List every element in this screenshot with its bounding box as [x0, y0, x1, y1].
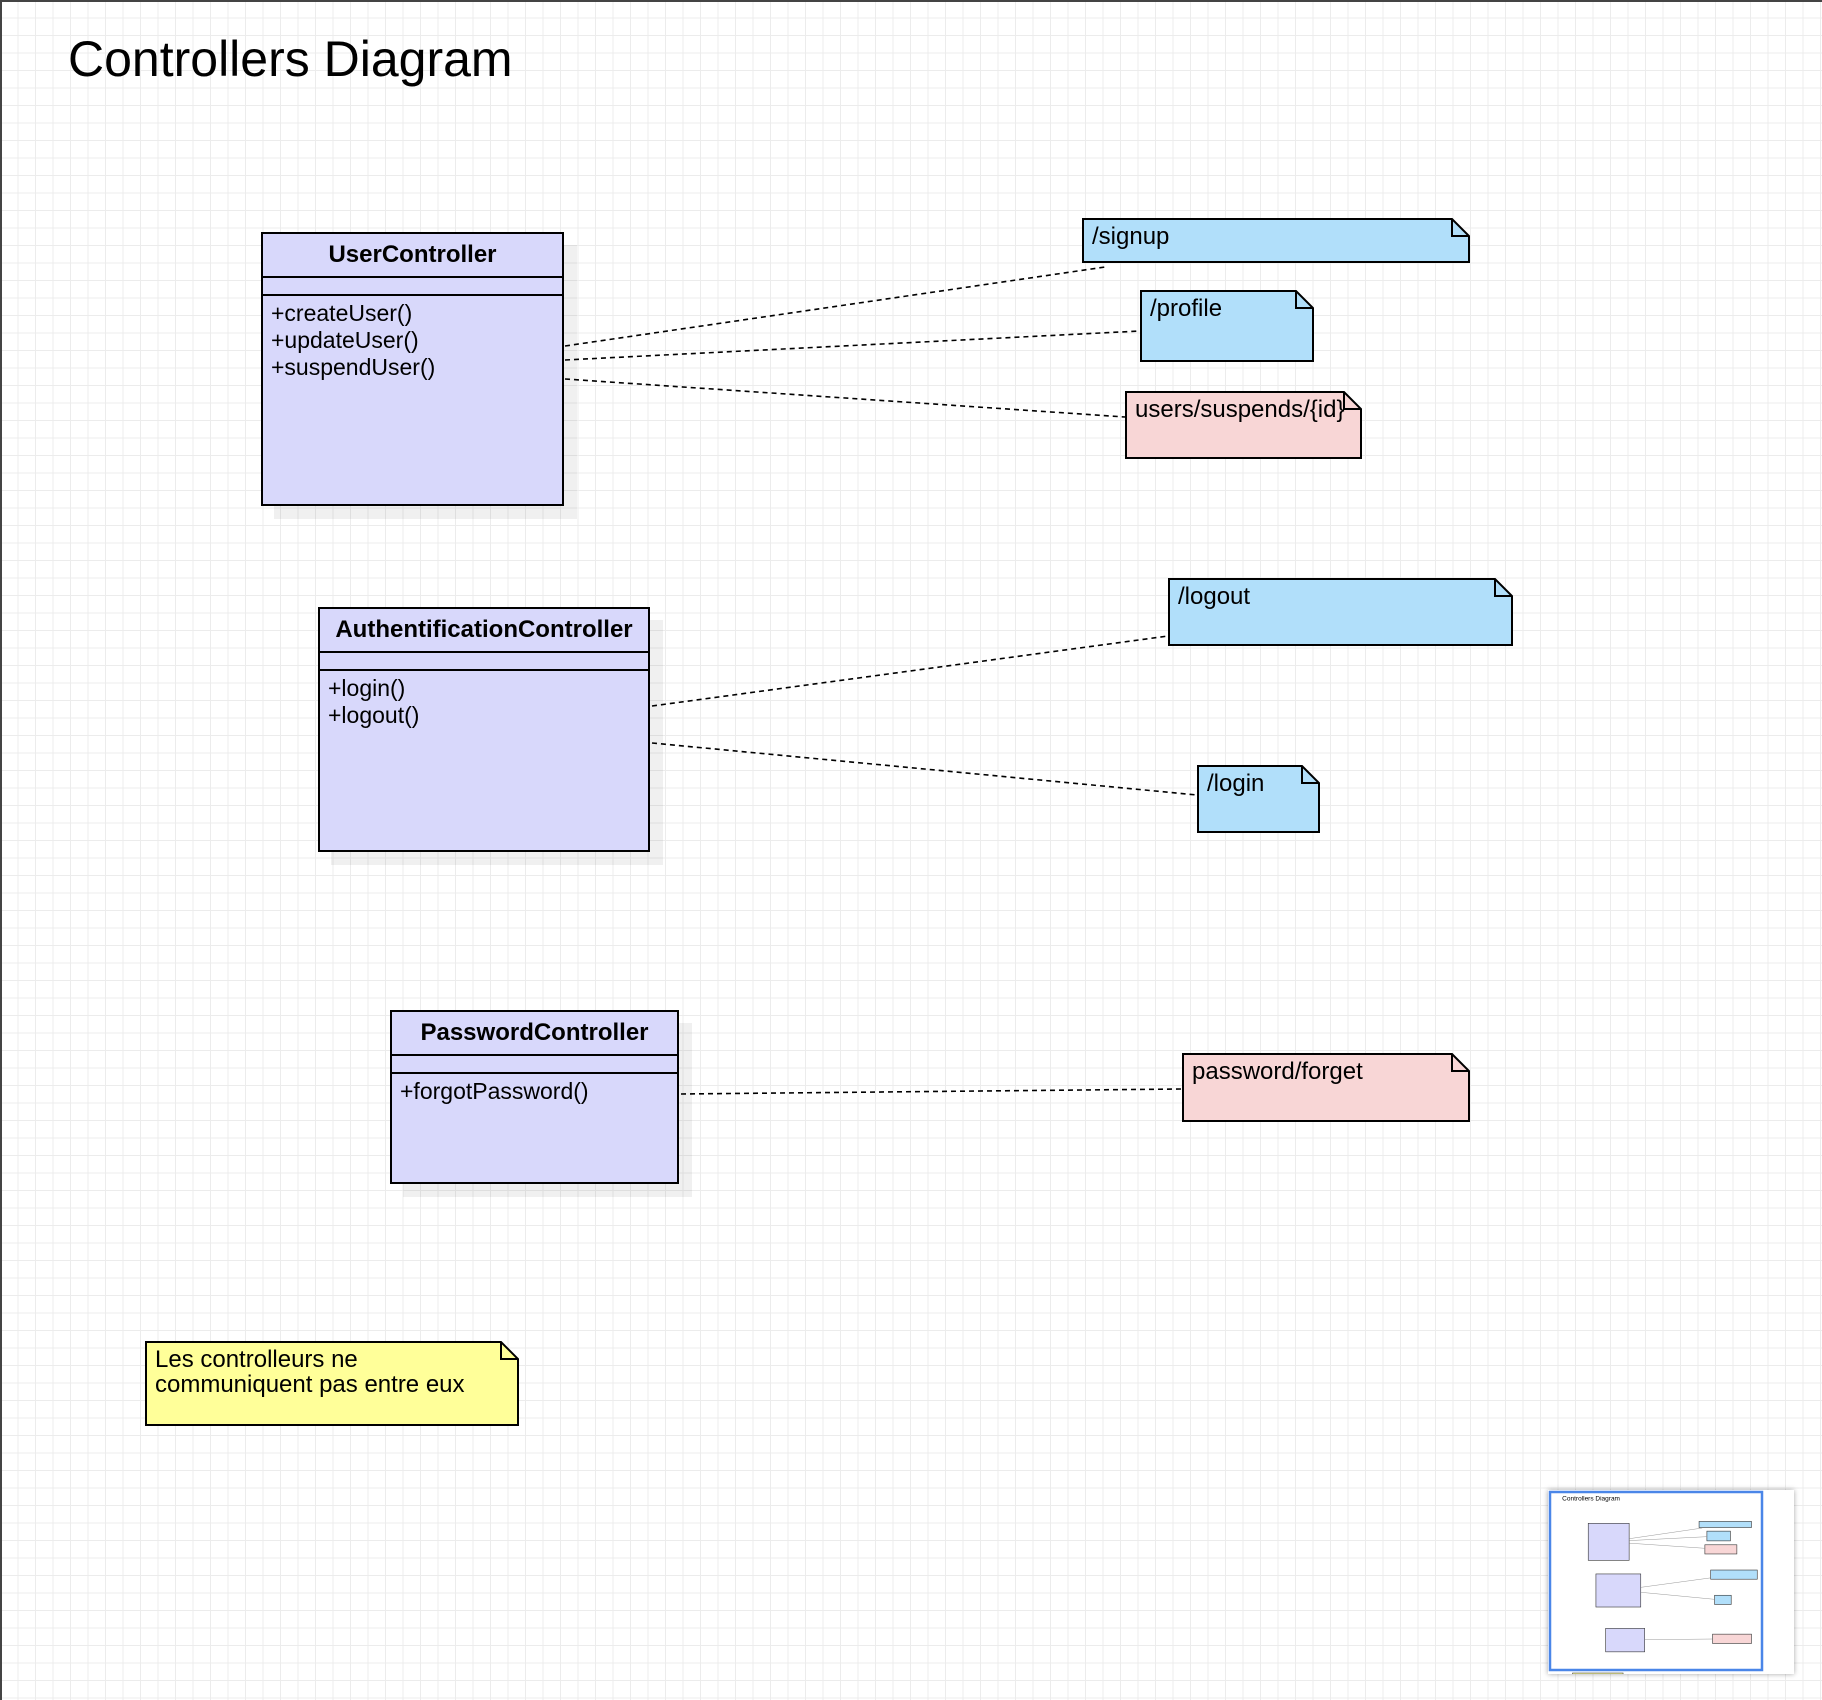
minimap-connector [1629, 1527, 1703, 1539]
minimap-note [1704, 1544, 1738, 1555]
class-operations-compartment: +login()+logout() [320, 671, 648, 733]
note-comment[interactable]: Les controlleurs ne communiquent pas ent… [145, 1341, 519, 1426]
connector-line [651, 742, 1198, 796]
class-name: UserController [263, 234, 562, 278]
note-text: /profile [1150, 295, 1223, 322]
note-users-suspends[interactable]: users/suspends/{id} [1125, 391, 1362, 459]
minimap-preview: Controllers Diagram [1548, 1490, 1764, 1674]
class-name: PasswordController [392, 1012, 677, 1056]
class-operations-compartment: +createUser()+updateUser()+suspendUser() [263, 296, 562, 385]
minimap-class [1595, 1573, 1642, 1608]
note-body [1168, 578, 1513, 646]
note-fold [1494, 579, 1512, 597]
note-shape [1182, 1053, 1470, 1122]
minimap-connector [1644, 1638, 1713, 1640]
note-shape [1125, 391, 1362, 459]
minimap-connector [1629, 1536, 1707, 1541]
note-text: password/forget [1192, 1058, 1363, 1085]
note-fold [1451, 1054, 1469, 1072]
connector-line [651, 635, 1169, 707]
note-text: /login [1207, 770, 1265, 797]
minimap-connector [1640, 1577, 1711, 1588]
connector-line [564, 330, 1141, 361]
minimap-connector [1629, 1542, 1705, 1549]
class-operations-compartment: +forgotPassword() [392, 1074, 677, 1109]
note-login[interactable]: /login [1197, 765, 1320, 833]
note-signup[interactable]: /signup [1082, 218, 1470, 263]
note-shape [1140, 290, 1314, 362]
class-authentification-controller[interactable]: AuthentificationController +login()+logou… [318, 607, 650, 852]
note-shape [145, 1341, 519, 1426]
note-text: /signup [1092, 223, 1170, 250]
class-operation: +login() [328, 675, 406, 701]
note-fold [500, 1342, 518, 1360]
minimap-class [1605, 1628, 1645, 1653]
note-body [1082, 218, 1470, 263]
note-logout[interactable]: /logout [1168, 578, 1513, 646]
note-fold [1451, 219, 1469, 237]
note-text: Les controlleurs ne communiquent pas ent… [155, 1346, 465, 1398]
class-name: AuthentificationController [320, 609, 648, 653]
note-shape [1082, 218, 1470, 263]
minimap-class [1587, 1523, 1630, 1561]
minimap[interactable]: Controllers Diagram [1548, 1490, 1794, 1674]
class-operation: +forgotPassword() [400, 1078, 589, 1104]
minimap-note [1710, 1569, 1758, 1580]
diagram-title: Controllers Diagram [68, 31, 513, 87]
minimap-connector [1640, 1592, 1715, 1600]
class-password-controller[interactable]: PasswordController +forgotPassword() [390, 1010, 679, 1184]
class-operation: +createUser() [271, 300, 413, 326]
connector-line [680, 1088, 1183, 1095]
note-body [1125, 391, 1362, 459]
note-fold [1343, 392, 1361, 410]
note-shape [1168, 578, 1513, 646]
class-operation: +logout() [328, 702, 420, 728]
class-attributes-compartment [392, 1056, 677, 1074]
note-body [1197, 765, 1320, 833]
class-attributes-compartment [263, 278, 562, 296]
minimap-note [1572, 1672, 1624, 1674]
class-operation: +suspendUser() [271, 354, 436, 380]
minimap-title: Controllers Diagram [1562, 1495, 1620, 1502]
connector-line [564, 266, 1106, 347]
minimap-note [1712, 1633, 1752, 1644]
note-fold [1295, 291, 1313, 309]
connector-line [564, 378, 1126, 418]
note-password-forget[interactable]: password/forget [1182, 1053, 1470, 1122]
minimap-note [1714, 1594, 1732, 1605]
note-shape [1197, 765, 1320, 833]
note-body [1140, 290, 1314, 362]
note-text: users/suspends/{id} [1135, 396, 1345, 423]
minimap-viewport [1548, 1490, 1764, 1672]
minimap-note [1706, 1530, 1731, 1542]
class-attributes-compartment [320, 653, 648, 671]
minimap-note [1698, 1521, 1752, 1528]
note-body [145, 1341, 519, 1426]
class-operation: +updateUser() [271, 327, 419, 353]
canvas-left-border [0, 0, 2, 1700]
note-body [1182, 1053, 1470, 1122]
canvas-top-border [0, 0, 1822, 2]
class-user-controller[interactable]: UserController +createUser()+updateUser()… [261, 232, 564, 506]
note-text: /logout [1178, 583, 1251, 610]
note-profile[interactable]: /profile [1140, 290, 1314, 362]
note-fold [1301, 766, 1319, 784]
